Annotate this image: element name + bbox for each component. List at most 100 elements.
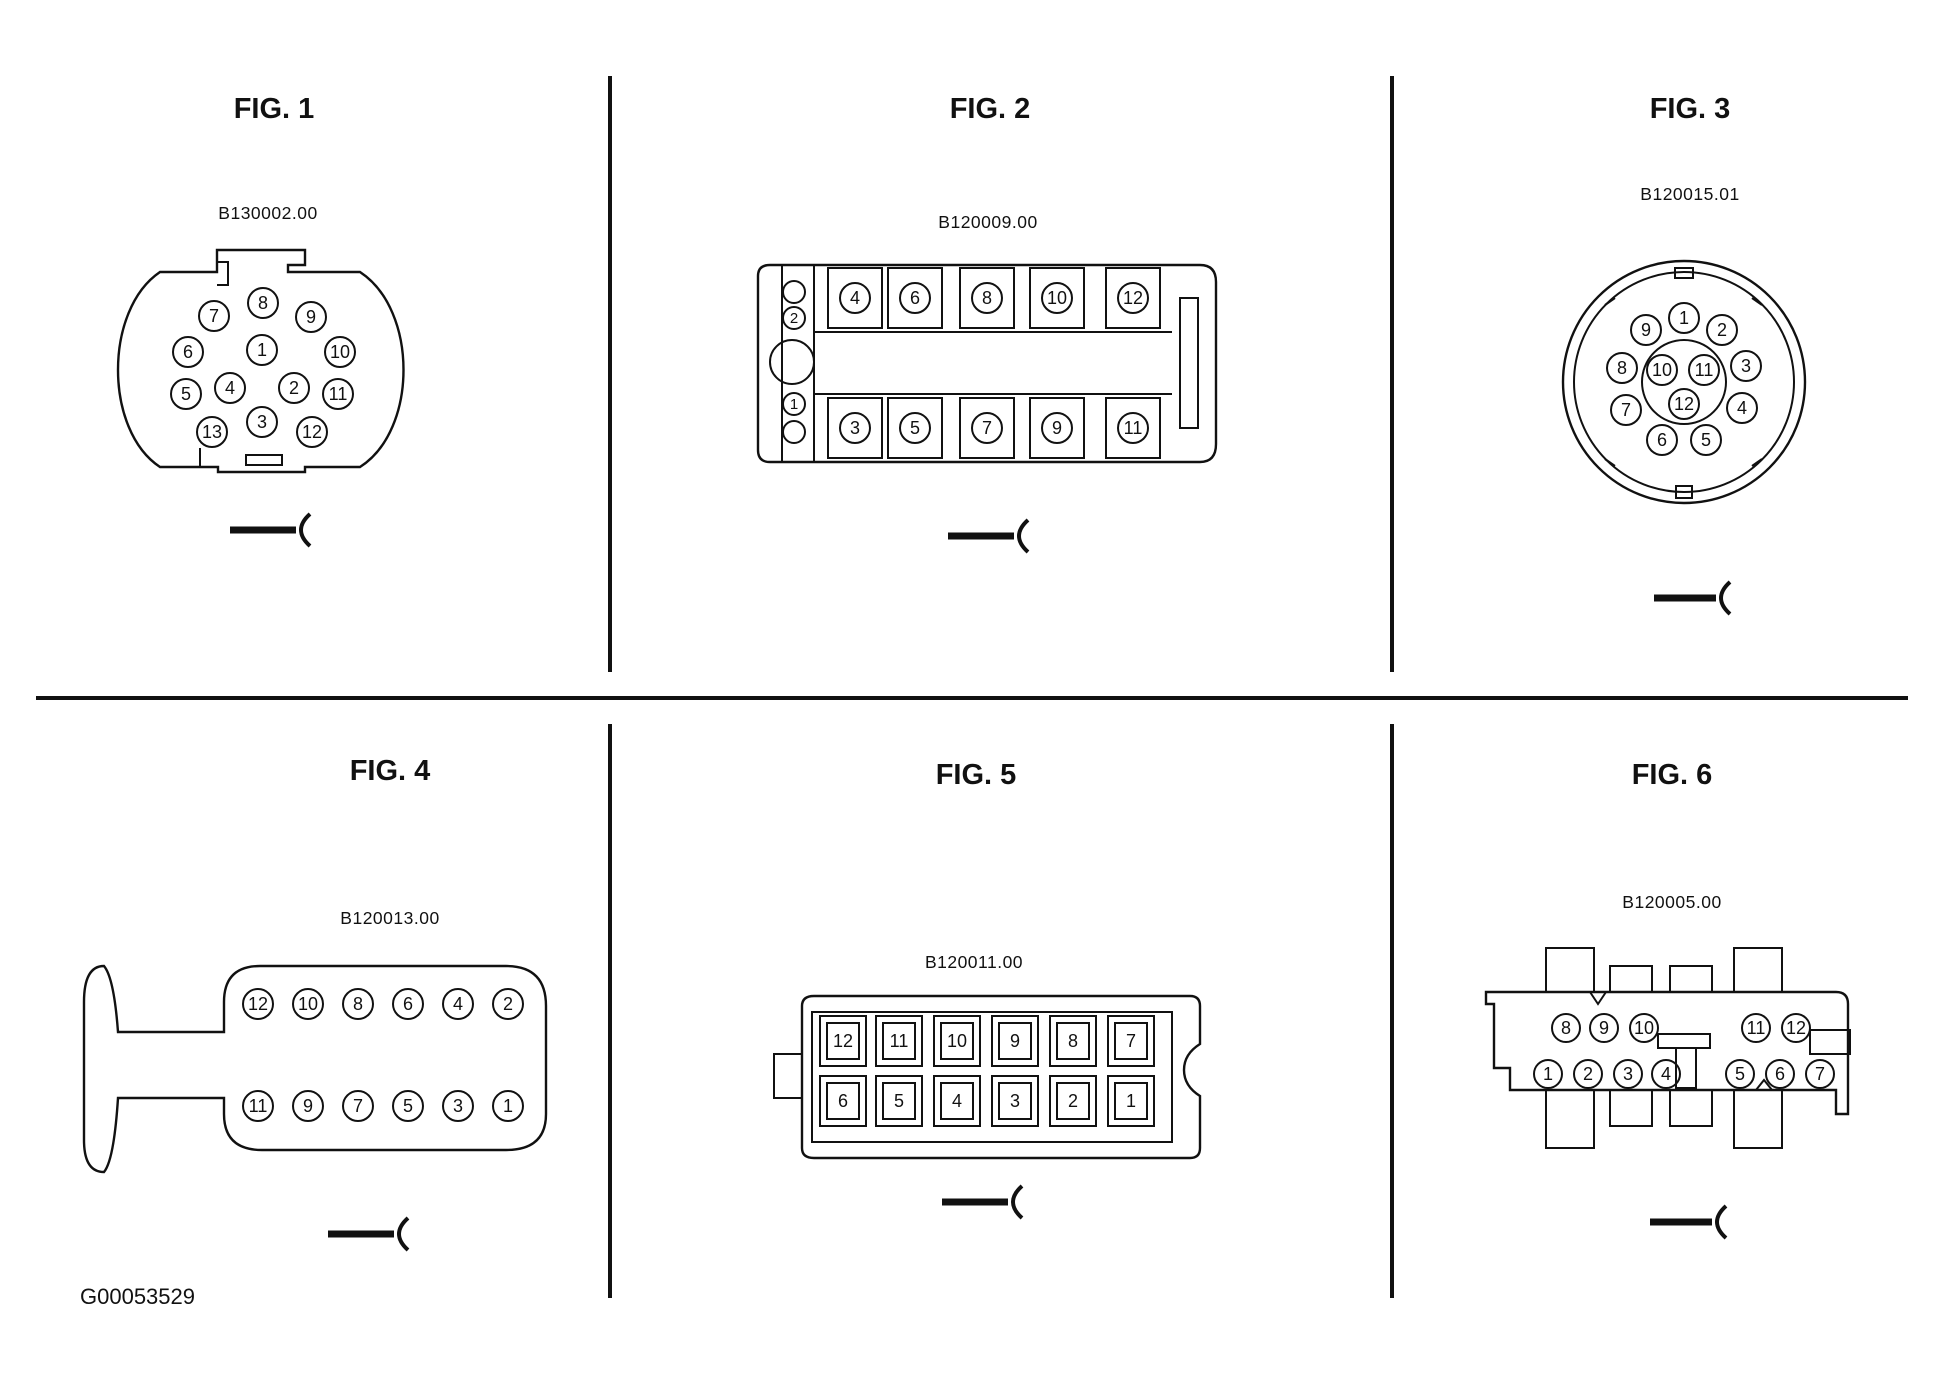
- pin-11: 11: [1688, 354, 1720, 386]
- pin-2: 2: [1573, 1059, 1603, 1089]
- svg-text:5: 5: [403, 1096, 413, 1116]
- svg-text:8: 8: [258, 293, 268, 313]
- pin-2: 2: [782, 306, 806, 330]
- pin-9: 9: [1630, 314, 1662, 346]
- pin-9: 9: [991, 1015, 1039, 1067]
- terminal-wire-icon: [1650, 1204, 1728, 1240]
- svg-text:3: 3: [1741, 356, 1751, 376]
- figure-3: FIG. 3 B120015.01 1 2 3 4 5 6 7 8 9 10 1…: [1561, 93, 1807, 616]
- pin-4: 4: [214, 372, 246, 404]
- pin-3: 3: [1730, 350, 1762, 382]
- pin-10: 10: [1041, 282, 1073, 314]
- figure-title: FIG. 3: [1650, 93, 1731, 125]
- svg-text:9: 9: [1052, 418, 1062, 438]
- svg-text:2: 2: [289, 378, 299, 398]
- svg-text:5: 5: [1701, 430, 1711, 450]
- pin-12: 12: [1117, 282, 1149, 314]
- svg-text:1: 1: [1126, 1091, 1136, 1111]
- pin-7: 7: [342, 1090, 374, 1122]
- pin-5: 5: [392, 1090, 424, 1122]
- pin-6: 6: [1765, 1059, 1795, 1089]
- svg-text:12: 12: [1123, 288, 1143, 308]
- svg-text:12: 12: [248, 994, 268, 1014]
- figure-title: FIG. 2: [950, 93, 1031, 125]
- connector-code: B130002.00: [218, 203, 317, 223]
- pin-12: 12: [296, 416, 328, 448]
- pin-4: 4: [933, 1075, 981, 1127]
- figure-title: FIG. 4: [350, 755, 431, 787]
- svg-text:9: 9: [303, 1096, 313, 1116]
- svg-text:1: 1: [1543, 1064, 1553, 1084]
- terminal-wire-icon: [328, 1216, 410, 1252]
- svg-text:7: 7: [982, 418, 992, 438]
- pin-4: 4: [442, 988, 474, 1020]
- pin-11: 11: [1117, 412, 1149, 444]
- svg-text:10: 10: [330, 342, 350, 362]
- svg-text:1: 1: [257, 340, 267, 360]
- terminal-wire-icon: [230, 512, 312, 548]
- svg-text:9: 9: [1641, 320, 1651, 340]
- figure-2: FIG. 2 B120009.00 1 2 3 4 5 6 7 8 9 10: [756, 93, 1218, 554]
- pin-1: 1: [1533, 1059, 1563, 1089]
- svg-text:4: 4: [850, 288, 860, 308]
- svg-text:10: 10: [947, 1031, 967, 1051]
- pin-10: 10: [933, 1015, 981, 1067]
- pin-4: 4: [1651, 1059, 1681, 1089]
- pin-6: 6: [172, 336, 204, 368]
- pin-12: 12: [242, 988, 274, 1020]
- pin-1: 1: [1668, 302, 1700, 334]
- svg-text:6: 6: [183, 342, 193, 362]
- svg-text:2: 2: [1583, 1064, 1593, 1084]
- svg-text:8: 8: [1561, 1018, 1571, 1038]
- pin-9: 9: [1041, 412, 1073, 444]
- svg-text:12: 12: [1786, 1018, 1806, 1038]
- pin-2: 2: [1706, 314, 1738, 346]
- pin-6: 6: [1646, 424, 1678, 456]
- svg-text:13: 13: [202, 422, 222, 442]
- pin-12: 12: [1668, 388, 1700, 420]
- figure-6: FIG. 6 B120005.00 1 2 3 4 5 6 7 8 9 10 1…: [1484, 759, 1851, 1240]
- figure-title: FIG. 1: [234, 93, 315, 125]
- connector-code: B120011.00: [925, 952, 1023, 972]
- svg-text:2: 2: [1068, 1091, 1078, 1111]
- pin-7: 7: [1805, 1059, 1835, 1089]
- pin-4: 4: [839, 282, 871, 314]
- figure-1: FIG. 1 B130002.00 1 2 3 4 5 6 7 8 9 10 1…: [116, 93, 405, 548]
- pin-7: 7: [971, 412, 1003, 444]
- svg-text:12: 12: [302, 422, 322, 442]
- pin-11: 11: [875, 1015, 923, 1067]
- pin-6: 6: [899, 282, 931, 314]
- svg-text:12: 12: [833, 1031, 853, 1051]
- svg-text:10: 10: [1047, 288, 1067, 308]
- svg-text:7: 7: [1815, 1064, 1825, 1084]
- pin-5: 5: [899, 412, 931, 444]
- pin-1: 1: [246, 334, 278, 366]
- svg-text:6: 6: [1657, 430, 1667, 450]
- pin-13: 13: [196, 416, 228, 448]
- svg-text:3: 3: [1623, 1064, 1633, 1084]
- svg-text:1: 1: [503, 1096, 513, 1116]
- pin-12: 12: [819, 1015, 867, 1067]
- svg-text:4: 4: [1737, 398, 1747, 418]
- svg-text:11: 11: [249, 1096, 268, 1116]
- connector-code: B120013.00: [340, 908, 439, 928]
- svg-text:7: 7: [353, 1096, 363, 1116]
- pin-2: 2: [492, 988, 524, 1020]
- svg-text:8: 8: [1617, 358, 1627, 378]
- pin-3: 3: [1613, 1059, 1643, 1089]
- terminal-wire-icon: [1654, 580, 1732, 616]
- pin-8: 8: [1049, 1015, 1097, 1067]
- pin-5: 5: [170, 378, 202, 410]
- svg-text:10: 10: [1634, 1018, 1654, 1038]
- pin-7: 7: [1107, 1015, 1155, 1067]
- pin-5: 5: [1725, 1059, 1755, 1089]
- pin-3: 3: [442, 1090, 474, 1122]
- svg-text:11: 11: [1695, 360, 1714, 380]
- svg-text:4: 4: [225, 378, 235, 398]
- svg-text:2: 2: [790, 310, 798, 327]
- pin-3: 3: [991, 1075, 1039, 1127]
- figure-title: FIG. 5: [936, 759, 1017, 791]
- pin-1: 1: [1107, 1075, 1155, 1127]
- pin-5: 5: [1690, 424, 1722, 456]
- svg-text:7: 7: [1621, 400, 1631, 420]
